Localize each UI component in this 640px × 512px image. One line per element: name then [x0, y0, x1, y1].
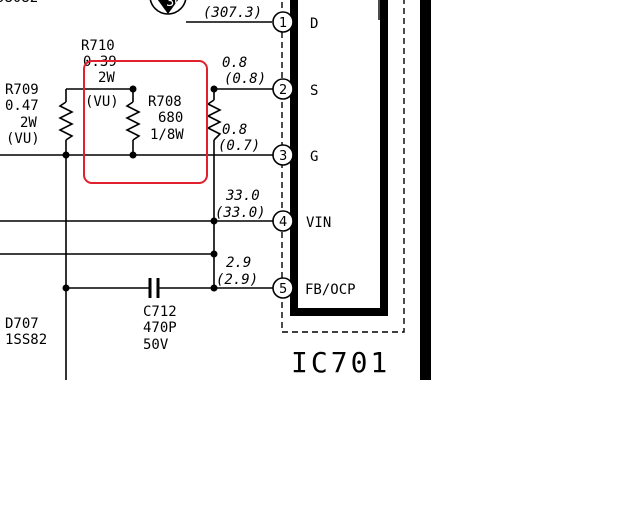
pin-4: 4 VIN	[272, 210, 331, 232]
pin-4-label: VIN	[306, 215, 331, 231]
pin-2: 2 S	[272, 78, 318, 100]
r709-note: (VU)	[6, 131, 40, 147]
top-symbol-partial: 30	[149, 0, 187, 15]
voltage-fb-alt: (2.9)	[216, 272, 258, 288]
pin-2-number: 2	[279, 83, 287, 98]
junctions	[62, 85, 218, 292]
ic-name: IC701	[291, 346, 390, 379]
r708-symbol	[125, 101, 141, 141]
voltage-vin-main: 33.0	[225, 188, 260, 204]
r-right-symbol	[206, 99, 222, 141]
pin-2-label: S	[310, 83, 318, 99]
pin-1-label: D	[310, 16, 318, 32]
highlight-box	[83, 60, 208, 184]
r710-power: 2W	[98, 70, 115, 86]
pin-1: 1 D	[272, 11, 318, 33]
voltage-s-alt: (0.8)	[224, 71, 266, 87]
voltage-g-main: 0.8	[222, 122, 247, 138]
r709-power: 2W	[20, 115, 37, 131]
r708-power: 1/8W	[150, 127, 184, 143]
r710-note: (VU)	[85, 94, 119, 110]
pin-4-number: 4	[279, 215, 287, 230]
ic701-body	[281, 0, 431, 380]
partial-text-top-left: 08082	[0, 0, 38, 6]
wires	[0, 88, 273, 380]
pin-1-number: 1	[279, 16, 287, 31]
r708-ref: R708	[148, 94, 182, 110]
pin-5: 5 FB/OCP	[272, 277, 356, 299]
voltage-s-main: 0.8	[222, 55, 247, 71]
pin-3: 3 G	[272, 144, 318, 166]
voltage-vin-alt: (33.0)	[215, 205, 266, 221]
c712-voltage: 50V	[143, 337, 169, 353]
r710-ref: R710	[81, 38, 115, 54]
top-symbol-value: 30	[166, 0, 183, 10]
pin-5-label: FB/OCP	[305, 282, 356, 298]
r709-symbol	[58, 101, 74, 141]
r709-value: 0.47	[5, 98, 39, 114]
r709-ref: R709	[5, 82, 39, 98]
d707-part: 1SS82	[5, 332, 47, 348]
pin-3-number: 3	[279, 149, 287, 164]
voltage-fb-main: 2.9	[226, 255, 251, 271]
c712-value: 470P	[143, 320, 177, 336]
pin-5-number: 5	[279, 282, 287, 297]
c712-ref: C712	[143, 304, 177, 320]
d707-ref: D707	[5, 316, 39, 332]
r708-value: 680	[158, 110, 183, 126]
pin-3-label: G	[310, 149, 318, 165]
c712-symbol	[148, 278, 160, 298]
ic-top-value: (307.3)	[203, 5, 262, 21]
voltage-g-alt: (0.7)	[218, 138, 260, 154]
